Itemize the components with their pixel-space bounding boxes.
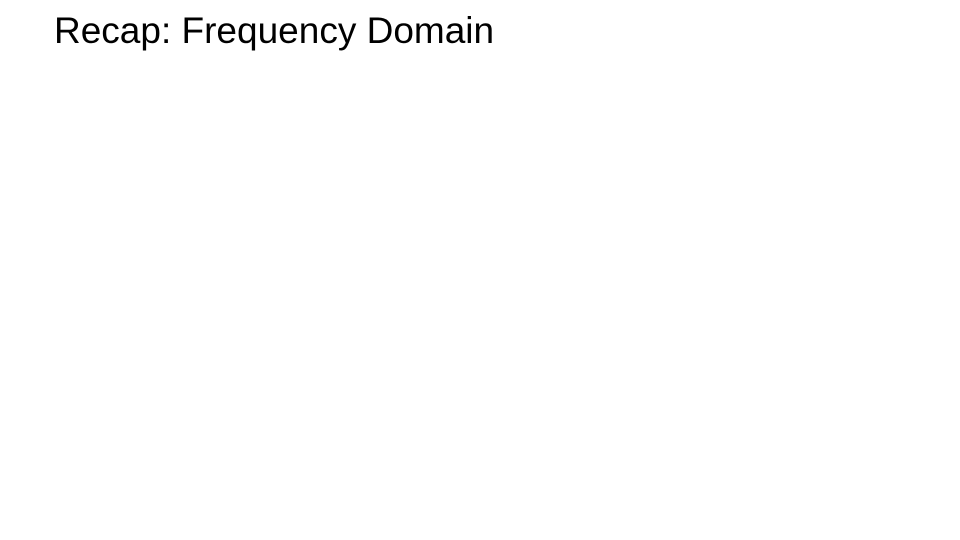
slide-title: Recap: Frequency Domain <box>54 10 495 51</box>
